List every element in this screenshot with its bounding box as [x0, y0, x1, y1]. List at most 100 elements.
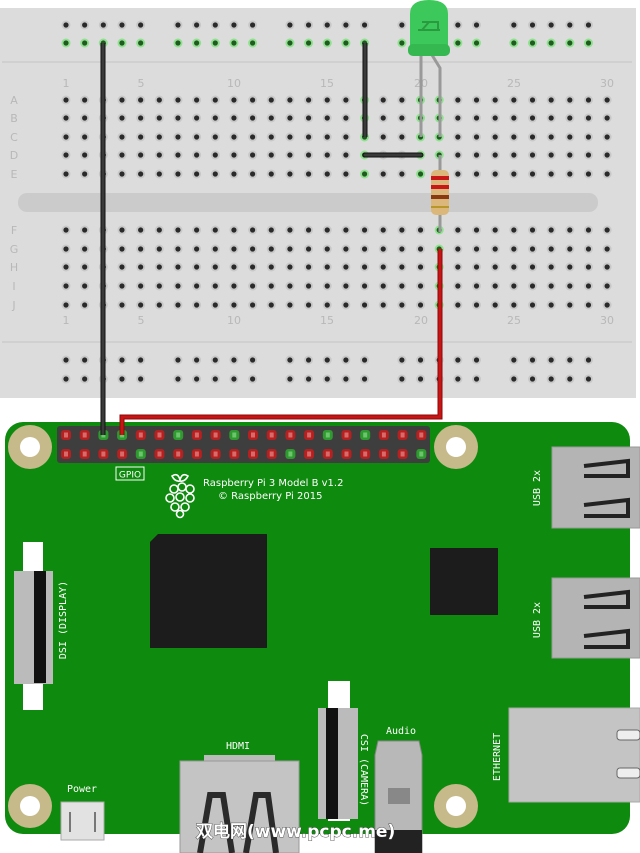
breadboard-hole[interactable]	[548, 227, 554, 233]
breadboard-hole[interactable]	[250, 171, 256, 177]
breadboard-hole[interactable]	[361, 171, 368, 177]
breadboard-hole[interactable]	[585, 152, 592, 158]
breadboard-hole[interactable]	[156, 97, 162, 103]
breadboard-hole[interactable]	[119, 171, 125, 177]
breadboard-hole[interactable]	[324, 152, 330, 158]
breadboard-hole[interactable]	[567, 22, 573, 28]
breadboard-hole[interactable]	[212, 264, 218, 270]
breadboard-hole[interactable]	[119, 302, 125, 308]
breadboard-hole[interactable]	[305, 227, 312, 233]
breadboard-hole[interactable]	[268, 227, 274, 233]
breadboard-hole[interactable]	[548, 171, 554, 177]
breadboard-hole[interactable]	[324, 134, 330, 140]
breadboard-hole[interactable]	[63, 283, 69, 289]
breadboard-hole[interactable]	[399, 171, 405, 177]
breadboard-hole[interactable]	[567, 115, 573, 121]
breadboard-hole[interactable]	[138, 152, 144, 158]
breadboard-hole[interactable]	[250, 40, 256, 46]
breadboard-hole[interactable]	[604, 246, 610, 252]
breadboard-hole[interactable]	[63, 22, 69, 28]
breadboard-hole[interactable]	[250, 357, 256, 363]
breadboard-hole[interactable]	[212, 302, 218, 308]
breadboard-hole[interactable]	[529, 264, 536, 270]
breadboard-hole[interactable]	[194, 97, 200, 103]
breadboard-hole[interactable]	[231, 283, 237, 289]
breadboard-hole[interactable]	[529, 97, 536, 103]
breadboard-hole[interactable]	[287, 376, 293, 382]
breadboard-hole[interactable]	[585, 97, 592, 103]
breadboard-hole[interactable]	[343, 134, 349, 140]
breadboard-hole[interactable]	[548, 302, 554, 308]
breadboard-hole[interactable]	[138, 40, 144, 46]
breadboard-hole[interactable]	[548, 376, 554, 382]
breadboard-hole[interactable]	[250, 134, 256, 140]
breadboard-hole[interactable]	[511, 264, 517, 270]
breadboard-hole[interactable]	[212, 40, 218, 46]
breadboard-hole[interactable]	[585, 264, 592, 270]
breadboard-hole[interactable]	[380, 302, 386, 308]
breadboard-hole[interactable]	[305, 302, 312, 308]
breadboard-hole[interactable]	[212, 152, 218, 158]
breadboard-hole[interactable]	[324, 171, 330, 177]
breadboard-hole[interactable]	[138, 357, 144, 363]
breadboard-hole[interactable]	[567, 171, 573, 177]
breadboard-hole[interactable]	[82, 97, 88, 103]
breadboard-hole[interactable]	[138, 227, 144, 233]
breadboard-hole[interactable]	[138, 376, 144, 382]
breadboard-hole[interactable]	[212, 22, 218, 28]
breadboard-hole[interactable]	[455, 227, 461, 233]
breadboard-hole[interactable]	[63, 152, 69, 158]
breadboard-hole[interactable]	[212, 357, 218, 363]
breadboard-hole[interactable]	[473, 357, 480, 363]
breadboard-hole[interactable]	[119, 283, 125, 289]
breadboard-hole[interactable]	[473, 171, 480, 177]
breadboard-hole[interactable]	[268, 97, 274, 103]
breadboard-hole[interactable]	[567, 97, 573, 103]
breadboard-hole[interactable]	[380, 115, 386, 121]
breadboard-hole[interactable]	[212, 227, 218, 233]
breadboard-hole[interactable]	[399, 264, 405, 270]
breadboard-hole[interactable]	[231, 227, 237, 233]
breadboard-hole[interactable]	[567, 40, 573, 46]
breadboard-hole[interactable]	[492, 115, 498, 121]
breadboard-hole[interactable]	[250, 302, 256, 308]
breadboard-hole[interactable]	[343, 115, 349, 121]
breadboard-hole[interactable]	[231, 264, 237, 270]
breadboard-hole[interactable]	[585, 22, 592, 28]
breadboard-hole[interactable]	[119, 227, 125, 233]
breadboard-hole[interactable]	[119, 40, 125, 46]
breadboard-hole[interactable]	[305, 22, 312, 28]
breadboard-hole[interactable]	[399, 22, 405, 28]
breadboard-hole[interactable]	[138, 22, 144, 28]
breadboard-hole[interactable]	[268, 171, 274, 177]
breadboard-hole[interactable]	[287, 134, 293, 140]
breadboard-hole[interactable]	[567, 246, 573, 252]
breadboard-hole[interactable]	[585, 115, 592, 121]
breadboard-hole[interactable]	[156, 134, 162, 140]
breadboard-hole[interactable]	[63, 264, 69, 270]
breadboard-hole[interactable]	[511, 97, 517, 103]
breadboard-hole[interactable]	[529, 357, 536, 363]
breadboard-hole[interactable]	[194, 264, 200, 270]
breadboard-hole[interactable]	[473, 40, 480, 46]
breadboard-hole[interactable]	[82, 264, 88, 270]
breadboard-hole[interactable]	[492, 97, 498, 103]
breadboard-hole[interactable]	[231, 171, 237, 177]
breadboard-hole[interactable]	[529, 283, 536, 289]
breadboard-hole[interactable]	[473, 152, 480, 158]
breadboard-hole[interactable]	[399, 246, 405, 252]
breadboard-hole[interactable]	[511, 376, 517, 382]
breadboard-hole[interactable]	[212, 115, 218, 121]
breadboard-hole[interactable]	[250, 115, 256, 121]
breadboard-hole[interactable]	[119, 264, 125, 270]
breadboard-hole[interactable]	[473, 22, 480, 28]
breadboard-hole[interactable]	[585, 357, 592, 363]
breadboard-hole[interactable]	[63, 134, 69, 140]
breadboard-hole[interactable]	[287, 227, 293, 233]
breadboard-hole[interactable]	[399, 283, 405, 289]
breadboard-hole[interactable]	[82, 283, 88, 289]
breadboard-hole[interactable]	[138, 115, 144, 121]
breadboard-hole[interactable]	[361, 357, 368, 363]
breadboard-hole[interactable]	[567, 376, 573, 382]
breadboard-hole[interactable]	[473, 376, 480, 382]
